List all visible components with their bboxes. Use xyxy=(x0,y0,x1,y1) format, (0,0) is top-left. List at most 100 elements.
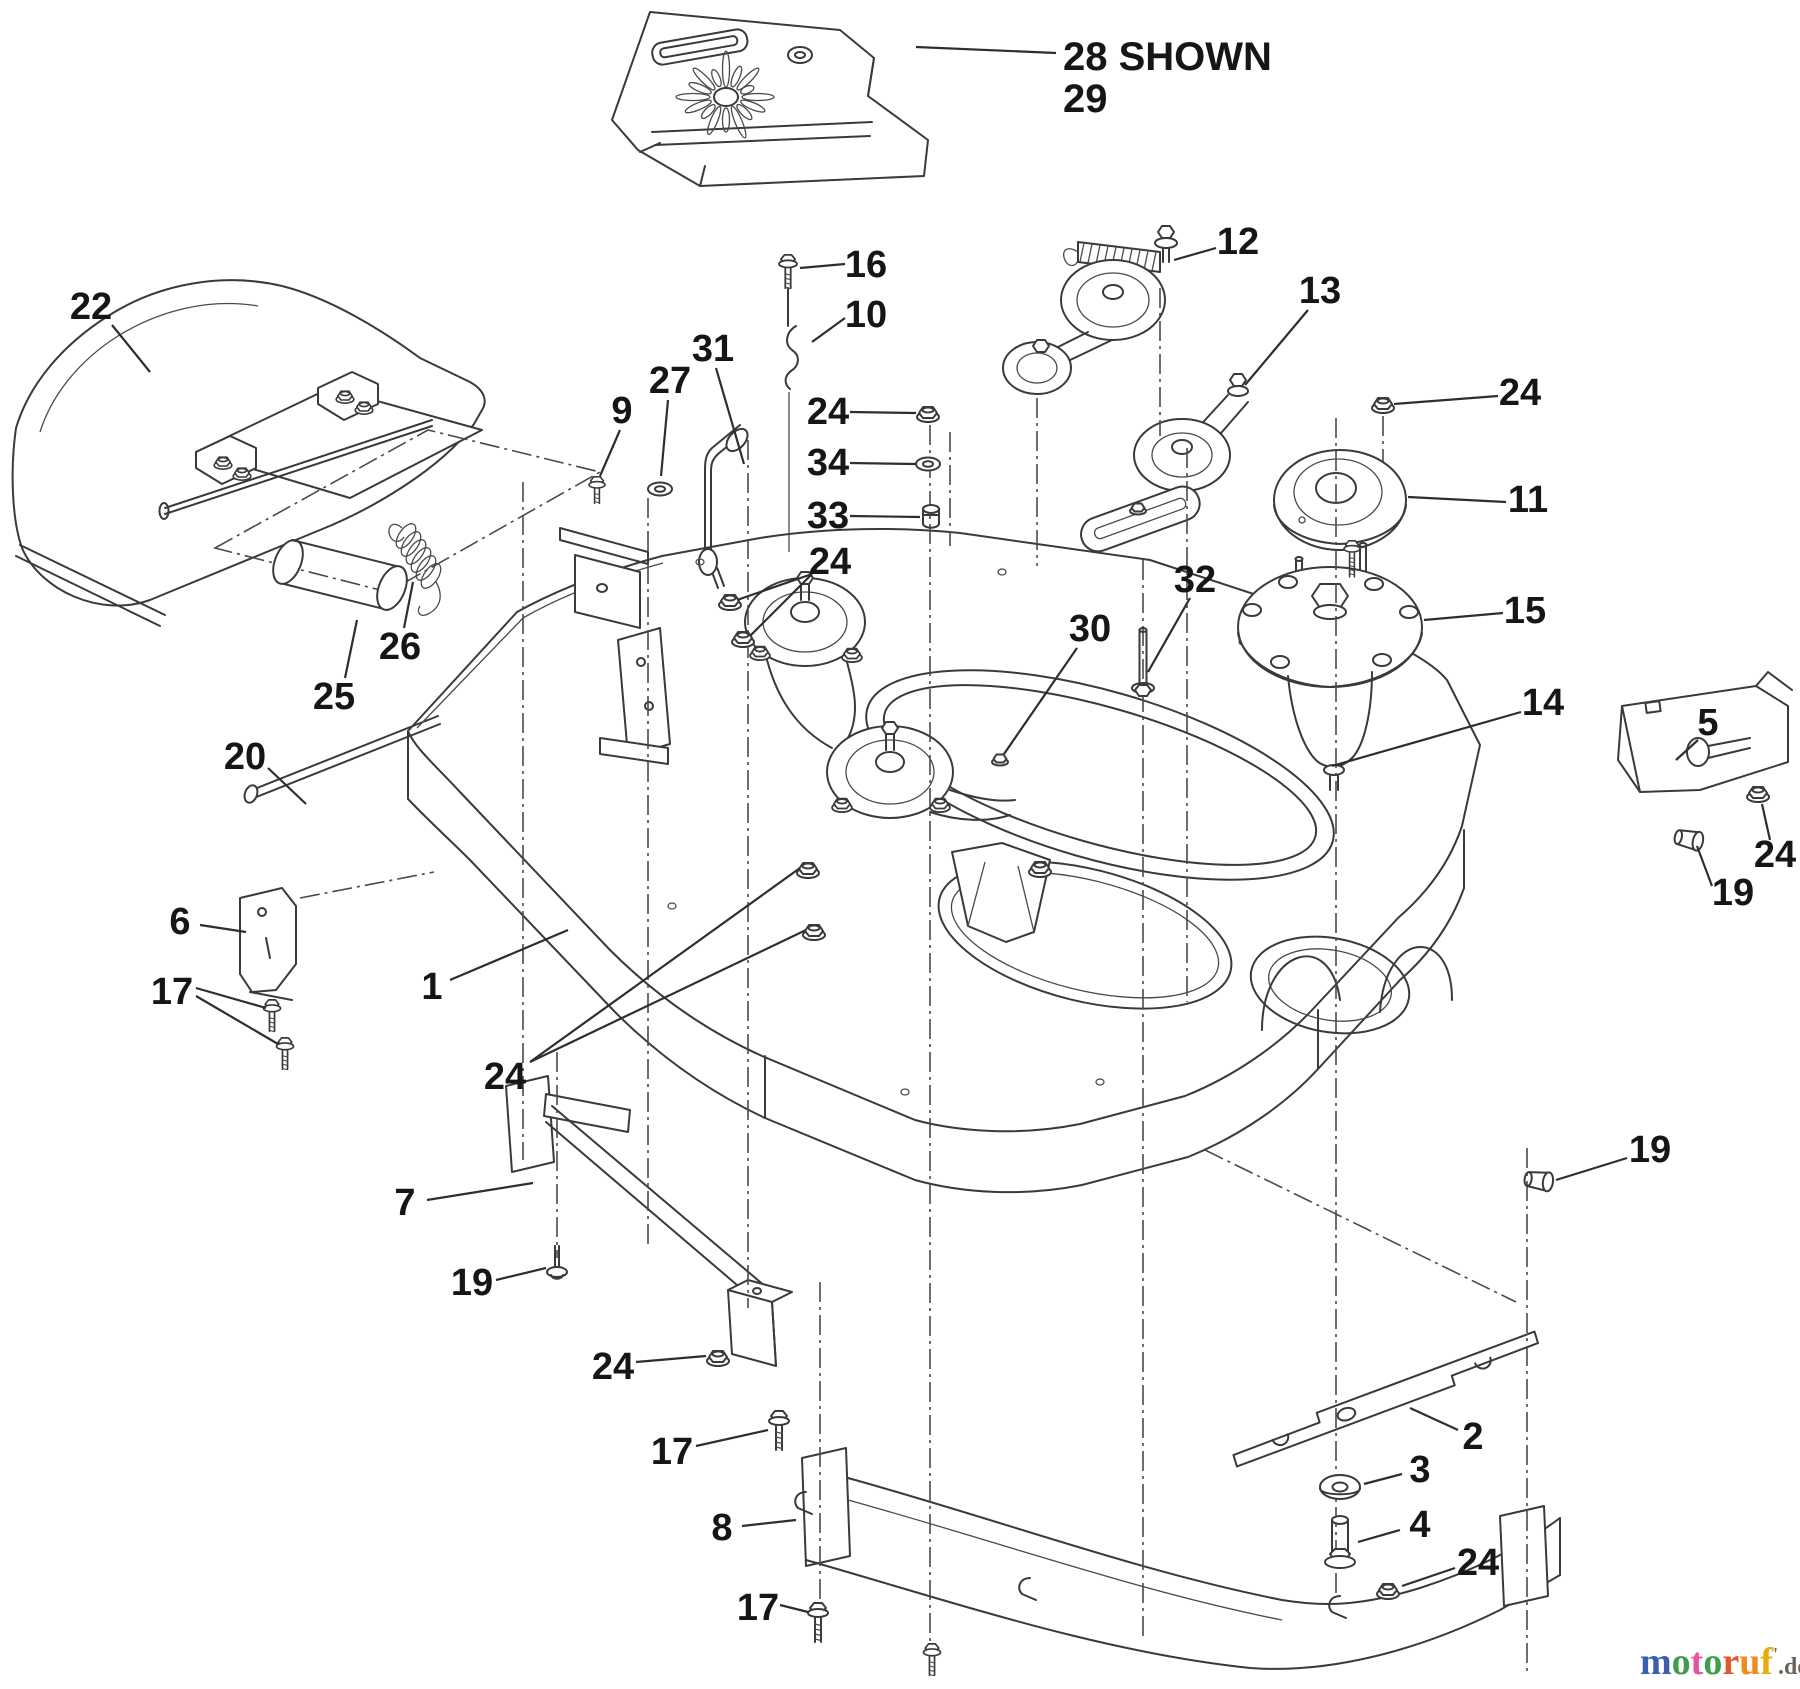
fan-slot xyxy=(700,104,716,119)
fan-slot xyxy=(684,99,712,114)
part-belt-segments xyxy=(764,651,1016,821)
callout-label: 17 xyxy=(651,1431,693,1473)
callout-label: 4 xyxy=(1409,1504,1430,1546)
callout-11-15: 11 xyxy=(1407,479,1548,521)
washer-34 xyxy=(915,456,941,472)
leader-line xyxy=(659,399,670,477)
watermark-logo: motoruf'.de xyxy=(1640,1641,1800,1683)
nut-24 xyxy=(731,631,755,648)
callout-20-38: 20 xyxy=(224,736,307,805)
callout-33-10: 33 xyxy=(807,495,921,537)
part-spindle-15 xyxy=(1237,542,1423,791)
leader-line xyxy=(195,995,279,1045)
leader-line xyxy=(598,429,622,477)
part-spindle-center xyxy=(826,721,954,819)
leader-line xyxy=(1331,710,1522,768)
alignment-line xyxy=(1204,1149,1517,1303)
washer-3 xyxy=(1319,1474,1361,1500)
leader-line xyxy=(749,573,813,637)
callout-label: 1 xyxy=(421,966,442,1008)
fan-slot xyxy=(739,84,755,95)
leader-line xyxy=(736,572,813,602)
bolt-17 xyxy=(275,1036,295,1071)
leader-line xyxy=(849,410,917,415)
fan-hub xyxy=(713,87,739,107)
callout-17-32: 17 xyxy=(737,1587,809,1629)
callout-24-21: 24 xyxy=(1754,803,1796,876)
fan-slot xyxy=(706,105,722,136)
callout-9-7: 9 xyxy=(598,390,633,477)
fan-slot xyxy=(692,67,716,91)
fan-slot xyxy=(675,92,711,102)
leader-line xyxy=(849,461,917,466)
leader-line xyxy=(1173,246,1217,262)
callout-label: 7 xyxy=(394,1182,415,1224)
callout-22-2: 22 xyxy=(70,286,151,373)
part-baffle-8 xyxy=(794,1447,1561,1670)
callout-24-8: 24 xyxy=(807,391,917,433)
callout-16-3: 16 xyxy=(799,244,887,286)
leader-line xyxy=(199,923,247,934)
callout-label: 19 xyxy=(451,1262,493,1304)
nut xyxy=(749,645,771,662)
callout-24-29: 24 xyxy=(592,1346,707,1388)
fan-slot xyxy=(736,103,753,121)
leader-line xyxy=(799,262,846,270)
callout-24-14: 24 xyxy=(1393,372,1541,414)
leader-line xyxy=(426,1181,534,1202)
nut xyxy=(841,647,863,664)
spacer-4 xyxy=(1324,1515,1356,1569)
callout-17-24: 17 xyxy=(151,971,279,1045)
fan-slot xyxy=(711,68,722,88)
pin-19 xyxy=(1673,829,1705,852)
leader-line xyxy=(1147,597,1191,673)
callout-label: 20 xyxy=(224,736,266,778)
bolt-16 xyxy=(778,253,798,290)
leader-line xyxy=(695,1428,769,1448)
callout-28-shown-0: 28 SHOWN xyxy=(915,35,1272,79)
deflector-mount-plate xyxy=(195,387,483,499)
callout-label: 9 xyxy=(611,390,632,432)
leader-line xyxy=(1760,803,1772,841)
callout-label: 34 xyxy=(807,442,849,484)
alignment-line xyxy=(299,871,435,899)
part-clip-10 xyxy=(784,287,799,552)
callout-label: 16 xyxy=(845,244,887,286)
washer-27 xyxy=(647,481,673,497)
nut-24 xyxy=(706,1350,730,1367)
nut-24 xyxy=(916,406,940,423)
nut-24 xyxy=(1371,397,1395,414)
leader-line xyxy=(915,45,1057,55)
part-bracket-6 xyxy=(239,887,297,1001)
leader-line xyxy=(195,986,267,1010)
callout-label: 10 xyxy=(845,294,887,336)
callout-4-35: 4 xyxy=(1357,1504,1431,1546)
leader-line xyxy=(1393,394,1499,406)
leader-line xyxy=(529,867,801,1063)
leader-line xyxy=(1555,1156,1628,1182)
part-deflector-22 xyxy=(11,279,603,627)
fan-slot xyxy=(730,65,743,88)
callout-label: 19 xyxy=(1712,872,1754,914)
callout-31-5: 31 xyxy=(692,328,746,465)
callout-label: 14 xyxy=(1522,682,1564,724)
nut xyxy=(213,456,233,471)
leader-line xyxy=(1675,739,1699,761)
callout-label: 8 xyxy=(711,1507,732,1549)
nut-30 xyxy=(991,753,1009,767)
callout-label: 26 xyxy=(379,626,421,668)
callout-label: 19 xyxy=(1629,1129,1671,1171)
callout-label: 24 xyxy=(1499,372,1541,414)
leader-line xyxy=(1423,611,1504,622)
callout-13-13: 13 xyxy=(1244,270,1341,386)
callout-14-19: 14 xyxy=(1331,682,1564,768)
bolt xyxy=(1343,539,1361,578)
leader-line xyxy=(1409,1407,1459,1431)
fan-slot xyxy=(736,67,760,91)
nut xyxy=(831,797,853,814)
leader-line xyxy=(1407,495,1507,504)
callout-label: 22 xyxy=(70,286,112,328)
callout-5-20: 5 xyxy=(1675,702,1719,761)
callout-label: 13 xyxy=(1299,270,1341,312)
callout-label: 24 xyxy=(484,1056,526,1098)
